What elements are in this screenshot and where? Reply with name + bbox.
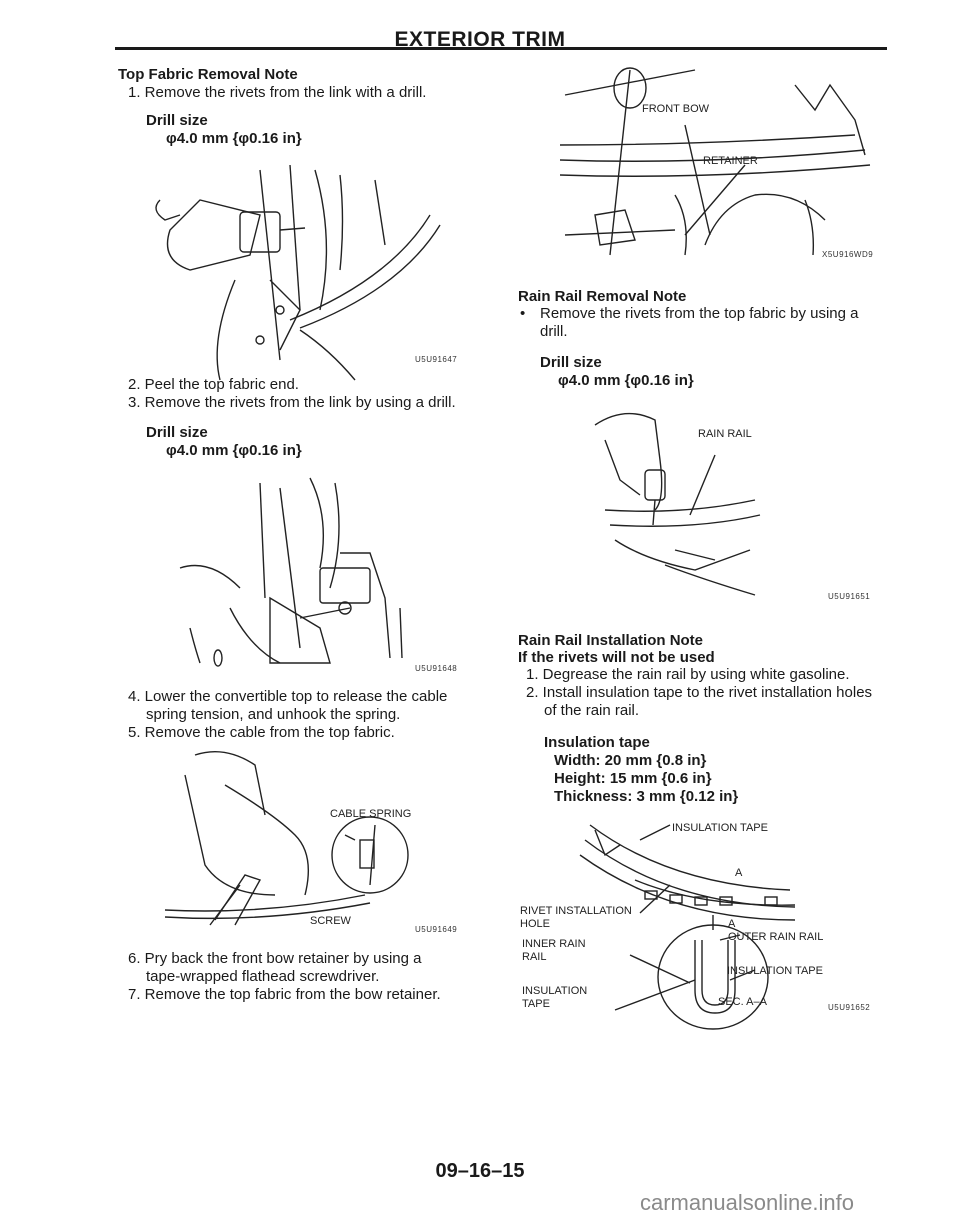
callout-section-a-bottom: A	[728, 918, 736, 930]
figure-drill-link	[155, 164, 441, 381]
bullet-text: Remove the rivets from the top fabric by…	[540, 305, 859, 322]
figure-code: U5U91647	[415, 355, 458, 364]
insulation-tape-thickness: Thickness: 3 mm {0.12 in}	[554, 788, 739, 805]
step-5-text: 5. Remove the cable from the top fabric.	[128, 724, 395, 741]
step-3-text: 3. Remove the rivets from the link by us…	[128, 394, 456, 411]
drill-size-value: φ4.0 mm {φ0.16 in}	[558, 372, 694, 389]
figure-code: U5U91651	[828, 592, 871, 601]
bullet-text-cont: drill.	[540, 323, 568, 340]
drill-size-label: Drill size	[146, 424, 208, 441]
callout-outer-rain-rail: OUTER RAIN RAIL	[728, 931, 824, 943]
page-header-title: EXTERIOR TRIM	[394, 28, 566, 51]
figure-front-bow-retainer	[559, 67, 871, 256]
callout-inner-rain: INNER RAIN	[522, 938, 586, 950]
drill-size-label: Drill size	[540, 354, 602, 371]
insulation-tape-height: Height: 15 mm {0.6 in}	[554, 770, 712, 787]
callout-retainer: RETAINER	[703, 155, 758, 167]
step-6-text: 6. Pry back the front bow retainer by us…	[128, 950, 422, 967]
install-step-2-text: 2. Install insulation tape to the rivet …	[526, 684, 873, 701]
figure-rain-rail-drill	[594, 412, 761, 596]
figure-code: U5U91648	[415, 664, 458, 673]
step-6-text-cont: tape-wrapped flathead screwdriver.	[146, 968, 380, 985]
section-title-rain-rail-removal: Rain Rail Removal Note	[518, 288, 687, 305]
callout-rivet-hole: HOLE	[520, 918, 550, 930]
figure-code: U5U91652	[828, 1003, 871, 1012]
callout-insulation: INSULATION	[522, 985, 588, 997]
section-title-rain-rail-installation: Rain Rail Installation Note	[518, 632, 704, 649]
callout-tape: TAPE	[522, 998, 550, 1010]
section-title-top-fabric-removal: Top Fabric Removal Note	[118, 66, 298, 83]
condition-text: If the rivets will not be used	[518, 649, 715, 666]
figure-cable-spring	[164, 750, 409, 926]
watermark: carmanualsonline.info	[640, 1190, 855, 1215]
step-1-text: 1. Remove the rivets from the link with …	[128, 84, 427, 101]
step-4-text-cont: spring tension, and unhook the spring.	[146, 706, 401, 723]
figure-insulation-tape	[579, 824, 796, 1030]
drill-size-label: Drill size	[146, 112, 208, 129]
callout-front-bow: FRONT BOW	[642, 103, 710, 115]
figure-code: X5U916WD9	[822, 250, 874, 259]
page-number: 09–16–15	[435, 1160, 525, 1182]
header-divider	[115, 47, 887, 50]
callout-insulation-tape-top: INSULATION TAPE	[672, 822, 768, 834]
step-7-text: 7. Remove the top fabric from the bow re…	[128, 986, 441, 1003]
callout-screw: SCREW	[310, 915, 351, 927]
install-step-1-text: 1. Degrease the rain rail by using white…	[526, 666, 850, 683]
callout-section-a-a: SEC. A–A	[718, 996, 767, 1008]
insulation-tape-width: Width: 20 mm {0.8 in}	[554, 752, 707, 769]
bullet-marker: •	[520, 305, 526, 322]
step-2-text: 2. Peel the top fabric end.	[128, 376, 299, 393]
callout-rivet-installation: RIVET INSTALLATION	[520, 905, 632, 917]
figure-code: U5U91649	[415, 925, 458, 934]
drill-size-value: φ4.0 mm {φ0.16 in}	[166, 130, 302, 147]
callout-inner-rail: RAIL	[522, 951, 547, 963]
callout-rain-rail: RAIN RAIL	[698, 428, 752, 440]
callout-cable-spring: CABLE SPRING	[330, 808, 412, 820]
callout-insulation-tape-right: INSULATION TAPE	[727, 965, 823, 977]
drill-size-value: φ4.0 mm {φ0.16 in}	[166, 442, 302, 459]
step-4-text: 4. Lower the convertible top to release …	[128, 688, 448, 705]
insulation-tape-title: Insulation tape	[544, 734, 650, 751]
callout-section-a-top: A	[735, 867, 743, 879]
figure-drill-link-2	[179, 477, 403, 667]
install-step-2-text-cont: of the rain rail.	[544, 702, 640, 719]
